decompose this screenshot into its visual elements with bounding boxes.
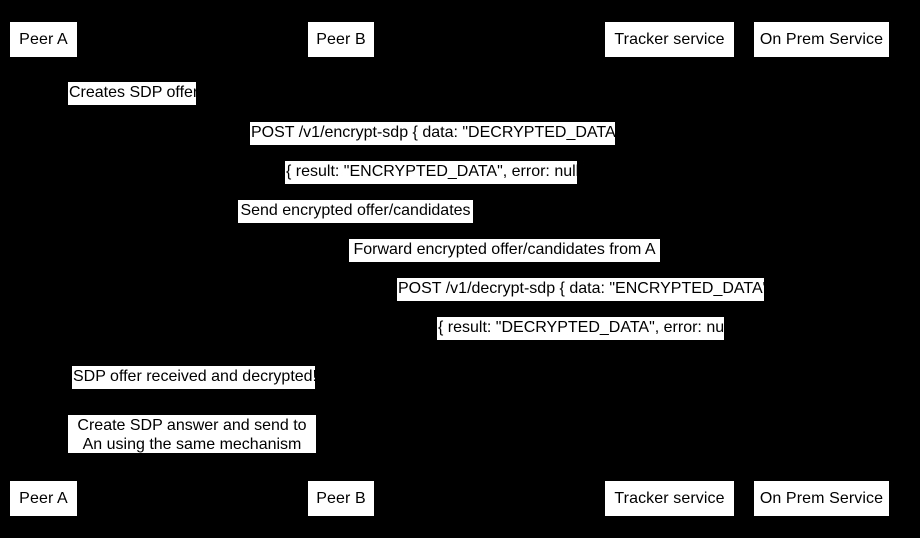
arrow-head-post-encrypt-sdp — [814, 144, 821, 152]
arrow-head-create-sdp-answer — [333, 452, 340, 460]
participant-footer-tracker-service[interactable]: Tracker service — [605, 481, 734, 516]
participant-tracker-service[interactable]: Tracker service — [605, 22, 734, 57]
message-label-sdp-offer-received: SDP offer received and decrypted! — [72, 366, 317, 389]
message-label-post-decrypt-sdp: POST /v1/decrypt-sdp { data: "ENCRYPTED_… — [397, 278, 778, 301]
arrow-line-create-sdp-answer — [43, 456, 340, 457]
participant-footer-peer-b[interactable]: Peer B — [308, 481, 374, 516]
lifeline-peer-a — [43, 57, 44, 481]
participant-on-prem-service[interactable]: On Prem Service — [754, 22, 889, 57]
arrow-line-decrypt-sdp-result — [340, 343, 821, 344]
participant-peer-b-label: Peer B — [316, 30, 366, 48]
arrow-head-decrypt-sdp-result — [340, 339, 347, 347]
arrow-line-encrypt-sdp-result — [43, 187, 821, 188]
arrow-line-post-decrypt-sdp — [340, 304, 821, 305]
message-label-forward-encrypted-offer: Forward encrypted offer/candidates from … — [349, 239, 660, 262]
participant-peer-a[interactable]: Peer A — [10, 22, 77, 57]
message-label-post-encrypt-sdp: POST /v1/encrypt-sdp { data: "DECRYPTED_… — [250, 122, 631, 145]
arrow-creates-sdp-offer — [43, 106, 50, 114]
arrow-line-post-encrypt-sdp — [43, 148, 821, 149]
lifeline-peer-b — [340, 57, 341, 481]
arrow-head-forward-encrypted-offer — [340, 261, 347, 269]
arrow-line-forward-encrypted-offer — [340, 265, 669, 266]
participant-on-prem-service-label: On Prem Service — [759, 30, 884, 48]
participant-footer-on-prem-service[interactable]: On Prem Service — [754, 481, 889, 516]
arrow-head-sdp-offer-received — [43, 388, 50, 396]
participant-tracker-service-label: Tracker service — [614, 30, 725, 48]
participant-footer-tracker-service-label: Tracker service — [614, 489, 725, 507]
arrow-line-send-encrypted-offer — [43, 226, 669, 227]
participant-footer-peer-b-label: Peer B — [316, 489, 366, 507]
participant-peer-a-label: Peer A — [19, 30, 68, 48]
lifeline-on-prem-service — [821, 57, 822, 481]
message-label-encrypt-sdp-result: { result: "ENCRYPTED_DATA", error: null … — [285, 161, 589, 184]
message-label-send-encrypted-offer: Send encrypted offer/candidates — [238, 200, 473, 223]
lifeline-tracker-service — [669, 57, 670, 481]
participant-footer-on-prem-service-label: On Prem Service — [759, 489, 884, 507]
message-label-decrypt-sdp-result: { result: "DECRYPTED_DATA", error: null … — [437, 317, 741, 340]
arrow-head-send-encrypted-offer — [662, 222, 669, 230]
participant-footer-peer-a[interactable]: Peer A — [10, 481, 77, 516]
arrow-head-encrypt-sdp-result — [43, 183, 50, 191]
participant-footer-peer-a-label: Peer A — [19, 489, 68, 507]
arrow-head-post-decrypt-sdp — [814, 300, 821, 308]
arrow-line-sdp-offer-received — [43, 392, 340, 393]
self-message-loop-creates-sdp-offer — [43, 78, 65, 110]
message-label-create-sdp-answer: Create SDP answer and send to An using t… — [68, 415, 316, 453]
participant-peer-b[interactable]: Peer B — [308, 22, 374, 57]
message-label-creates-sdp-offer: Creates SDP offer — [68, 82, 198, 105]
